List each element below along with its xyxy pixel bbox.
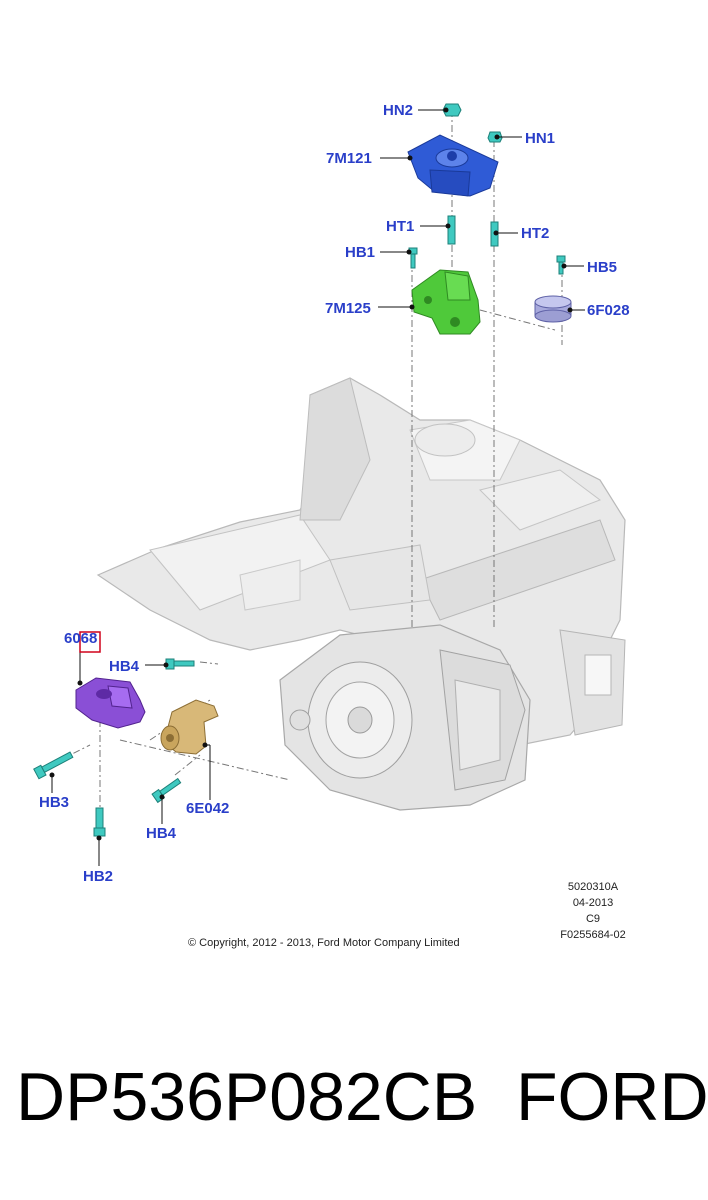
bolt-hb4-bottom (151, 777, 182, 804)
meta-date: 04-2013 (573, 897, 613, 909)
transmission-housing (279, 624, 531, 811)
part-number: DP536P082CB (16, 1059, 478, 1135)
leader-lines (49, 107, 585, 866)
transmission-bracket-7m125 (411, 269, 481, 335)
label-6068: 6068 (64, 630, 97, 647)
engine-mount-6068 (75, 677, 146, 729)
stud-ht1 (447, 215, 456, 245)
insulator-6f028 (534, 295, 572, 323)
label-hb2: HB2 (83, 868, 113, 885)
mount-bracket-6e042 (160, 699, 219, 755)
meta-code1: 5020310A (568, 881, 619, 893)
callout-labels: HN2 HN1 7M121 HT1 HT2 HB1 HB5 7M125 6F02… (39, 102, 630, 885)
transmission-mount-7m121 (407, 134, 499, 197)
meta-rev: C9 (586, 913, 600, 925)
label-6f028: 6F028 (587, 302, 630, 319)
label-hb4-top: HB4 (109, 658, 140, 675)
bolt-hb3 (33, 751, 74, 780)
brand-name: FORD (516, 1059, 708, 1135)
label-hn1: HN1 (525, 130, 555, 147)
label-hb5: HB5 (587, 259, 617, 276)
label-ht1: HT1 (386, 218, 414, 235)
exploded-parts-diagram: HN2 HN1 7M121 HT1 HT2 HB1 HB5 7M125 6F02… (33, 102, 630, 949)
label-hb4-bottom: HB4 (146, 825, 177, 842)
label-7m121: 7M121 (326, 150, 372, 167)
label-hb1: HB1 (345, 244, 375, 261)
meta-code2: F0255684-02 (560, 929, 625, 941)
label-7m125: 7M125 (325, 300, 371, 317)
label-hn2: HN2 (383, 102, 413, 119)
label-6e042: 6E042 (186, 800, 229, 817)
label-ht2: HT2 (521, 225, 549, 242)
copyright-text: © Copyright, 2012 - 2013, Ford Motor Com… (188, 937, 460, 949)
label-hb3: HB3 (39, 794, 69, 811)
highlight-box (79, 631, 101, 653)
bolt-hb4-top (165, 658, 195, 670)
drawing-metadata: 5020310A 04-2013 C9 F0255684-02 © Copyri… (188, 881, 626, 949)
bolt-hb2 (93, 807, 106, 837)
